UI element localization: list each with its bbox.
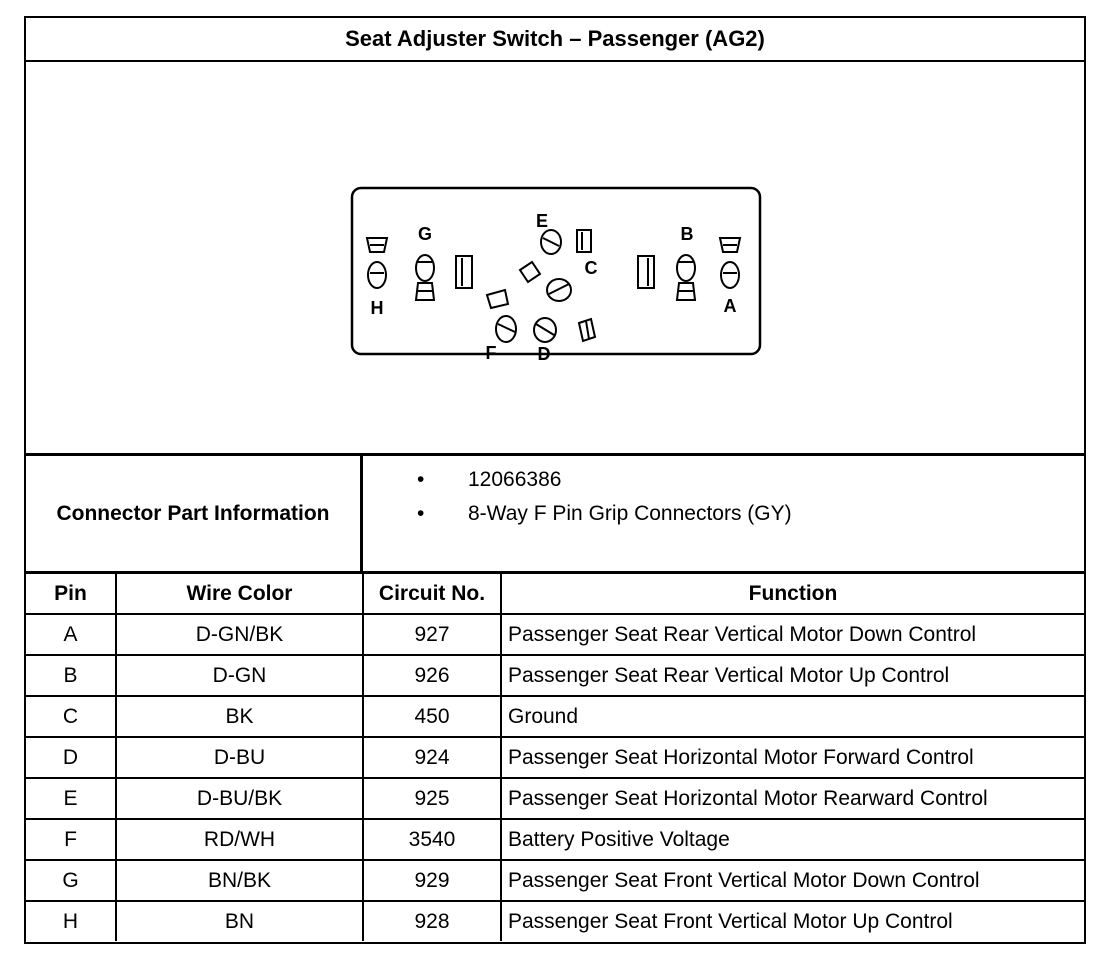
cell-circuit-no: 3540 — [362, 818, 502, 861]
pin-label-d: D — [538, 344, 551, 364]
cell-function: Passenger Seat Front Vertical Motor Up C… — [500, 900, 1084, 941]
header-function: Function — [500, 574, 1084, 615]
pin-table: Pin Wire Color Circuit No. Function A D-… — [26, 574, 1084, 941]
cell-pin: E — [26, 777, 117, 820]
cell-circuit-no: 925 — [362, 777, 502, 820]
pin-h-cavity — [365, 237, 389, 289]
connector-description: 8-Way F Pin Grip Connectors (GY) — [468, 502, 792, 525]
cell-pin: H — [26, 900, 117, 941]
table-row: E D-BU/BK 925 Passenger Seat Horizontal … — [26, 777, 1084, 820]
cell-circuit-no: 928 — [362, 900, 502, 941]
pin-label-e: E — [536, 211, 548, 231]
pin-label-g: G — [418, 224, 432, 244]
cell-circuit-no: 926 — [362, 654, 502, 697]
bullet-icon: • — [417, 468, 425, 491]
cell-function: Battery Positive Voltage — [500, 818, 1084, 861]
pin-label-h: H — [371, 298, 384, 318]
pin-d-cavity — [533, 317, 597, 343]
cell-circuit-no: 450 — [362, 695, 502, 738]
cell-pin: C — [26, 695, 117, 738]
cell-wire-color: D-GN — [115, 654, 364, 697]
cell-function: Passenger Seat Front Vertical Motor Down… — [500, 859, 1084, 902]
table-row: H BN 928 Passenger Seat Front Vertical M… — [26, 900, 1084, 941]
cell-function: Ground — [500, 695, 1084, 738]
connector-part-info: Connector Part Information • 12066386 • … — [26, 456, 1084, 574]
table-row: G BN/BK 929 Passenger Seat Front Vertica… — [26, 859, 1084, 902]
connector-info-label: Connector Part Information — [26, 456, 363, 571]
table-row: D D-BU 924 Passenger Seat Horizontal Mot… — [26, 736, 1084, 779]
latch-right — [637, 255, 655, 289]
pin-label-c: C — [585, 258, 598, 278]
table-row: A D-GN/BK 927 Passenger Seat Rear Vertic… — [26, 613, 1084, 656]
pin-label-a: A — [724, 296, 737, 316]
pin-g-cavity — [414, 254, 436, 301]
page-title: Seat Adjuster Switch – Passenger (AG2) — [26, 18, 1084, 62]
table-row: C BK 450 Ground — [26, 695, 1084, 738]
cell-pin: B — [26, 654, 117, 697]
header-wire-color: Wire Color — [115, 574, 364, 615]
header-circuit-no: Circuit No. — [362, 574, 502, 615]
cell-circuit-no: 927 — [362, 613, 502, 656]
connector-sheet: Seat Adjuster Switch – Passenger (AG2) — [24, 16, 1086, 944]
pin-e-cavity — [540, 229, 592, 255]
connector-face-diagram: A B C D E F G H — [350, 186, 762, 364]
cell-wire-color: RD/WH — [115, 818, 364, 861]
cell-wire-color: D-BU — [115, 736, 364, 779]
cell-circuit-no: 924 — [362, 736, 502, 779]
cell-circuit-no: 929 — [362, 859, 502, 902]
table-row: B D-GN 926 Passenger Seat Rear Vertical … — [26, 654, 1084, 697]
table-row: F RD/WH 3540 Battery Positive Voltage — [26, 818, 1084, 861]
pin-b-cavity — [675, 254, 697, 301]
cell-function: Passenger Seat Rear Vertical Motor Up Co… — [500, 654, 1084, 697]
cell-function: Passenger Seat Rear Vertical Motor Down … — [500, 613, 1084, 656]
connector-housing — [350, 186, 762, 356]
cell-wire-color: D-BU/BK — [115, 777, 364, 820]
cell-wire-color: BK — [115, 695, 364, 738]
pin-f-cavity — [485, 288, 517, 343]
cell-pin: G — [26, 859, 117, 902]
cell-wire-color: BN/BK — [115, 859, 364, 902]
header-pin: Pin — [26, 574, 117, 615]
pin-label-b: B — [681, 224, 694, 244]
cell-wire-color: BN — [115, 900, 364, 941]
part-number: 12066386 — [468, 468, 562, 491]
pin-label-f: F — [486, 343, 497, 363]
cell-wire-color: D-GN/BK — [115, 613, 364, 656]
pin-table-header: Pin Wire Color Circuit No. Function — [26, 574, 1084, 615]
cell-pin: A — [26, 613, 117, 656]
cell-pin: D — [26, 736, 117, 779]
bullet-icon: • — [417, 502, 425, 525]
pin-a-cavity — [718, 237, 742, 289]
connector-diagram-area: A B C D E F G H — [26, 62, 1084, 456]
connector-info-list: • 12066386 • 8-Way F Pin Grip Connectors… — [363, 456, 1084, 571]
latch-left — [455, 255, 473, 289]
pin-c-cavity — [518, 260, 572, 302]
cell-pin: F — [26, 818, 117, 861]
cell-function: Passenger Seat Horizontal Motor Rearward… — [500, 777, 1084, 820]
cell-function: Passenger Seat Horizontal Motor Forward … — [500, 736, 1084, 779]
